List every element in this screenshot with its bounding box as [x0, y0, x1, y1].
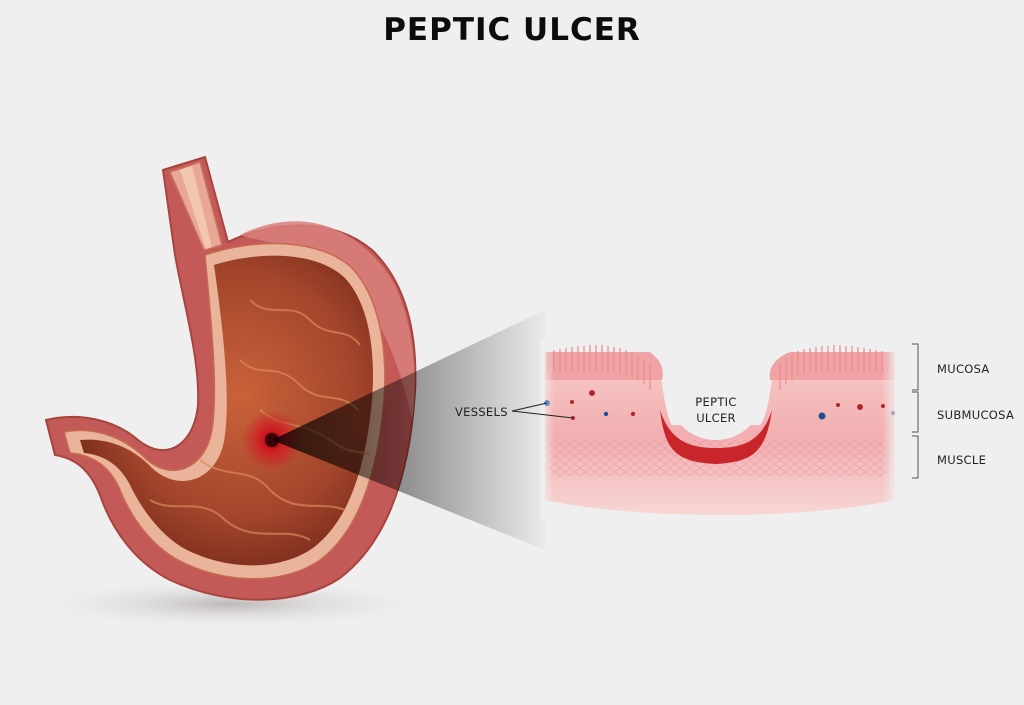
- peptic-ulcer-label-line2: ULCER: [696, 411, 736, 425]
- mucosa-layer-left: [545, 352, 663, 380]
- mucosa-bracket: [912, 343, 919, 391]
- magnification-cone: [272, 310, 545, 550]
- muscle-bracket: [912, 435, 919, 479]
- tissue-cross-section: [540, 340, 898, 520]
- floor-shadow: [20, 578, 440, 630]
- ulcer-crater: [660, 410, 772, 464]
- muscle-label: MUSCLE: [937, 453, 987, 467]
- mucosa-label: MUCOSA: [937, 362, 990, 376]
- submucosa-bracket: [912, 391, 919, 433]
- ulcer-opening: [662, 378, 770, 440]
- vessel-dots: [544, 390, 895, 420]
- stomach-cavity: [80, 255, 373, 566]
- peptic-ulcer-label-line1: PEPTIC: [695, 395, 737, 409]
- left-fade: [540, 340, 554, 520]
- esophagus-lumen: [180, 166, 212, 249]
- layer-brackets: [912, 343, 919, 479]
- stomach: [44, 155, 417, 601]
- page-title: PEPTIC ULCER: [383, 12, 641, 48]
- fundus-surface: [240, 221, 415, 420]
- right-fade: [882, 340, 898, 520]
- peptic-ulcer-label: PEPTIC ULCER: [683, 394, 749, 426]
- vessels-pointer: [511, 402, 574, 419]
- vessels-label: VESSELS: [455, 405, 508, 419]
- submucosa-label: SUBMUCOSA: [937, 408, 1015, 422]
